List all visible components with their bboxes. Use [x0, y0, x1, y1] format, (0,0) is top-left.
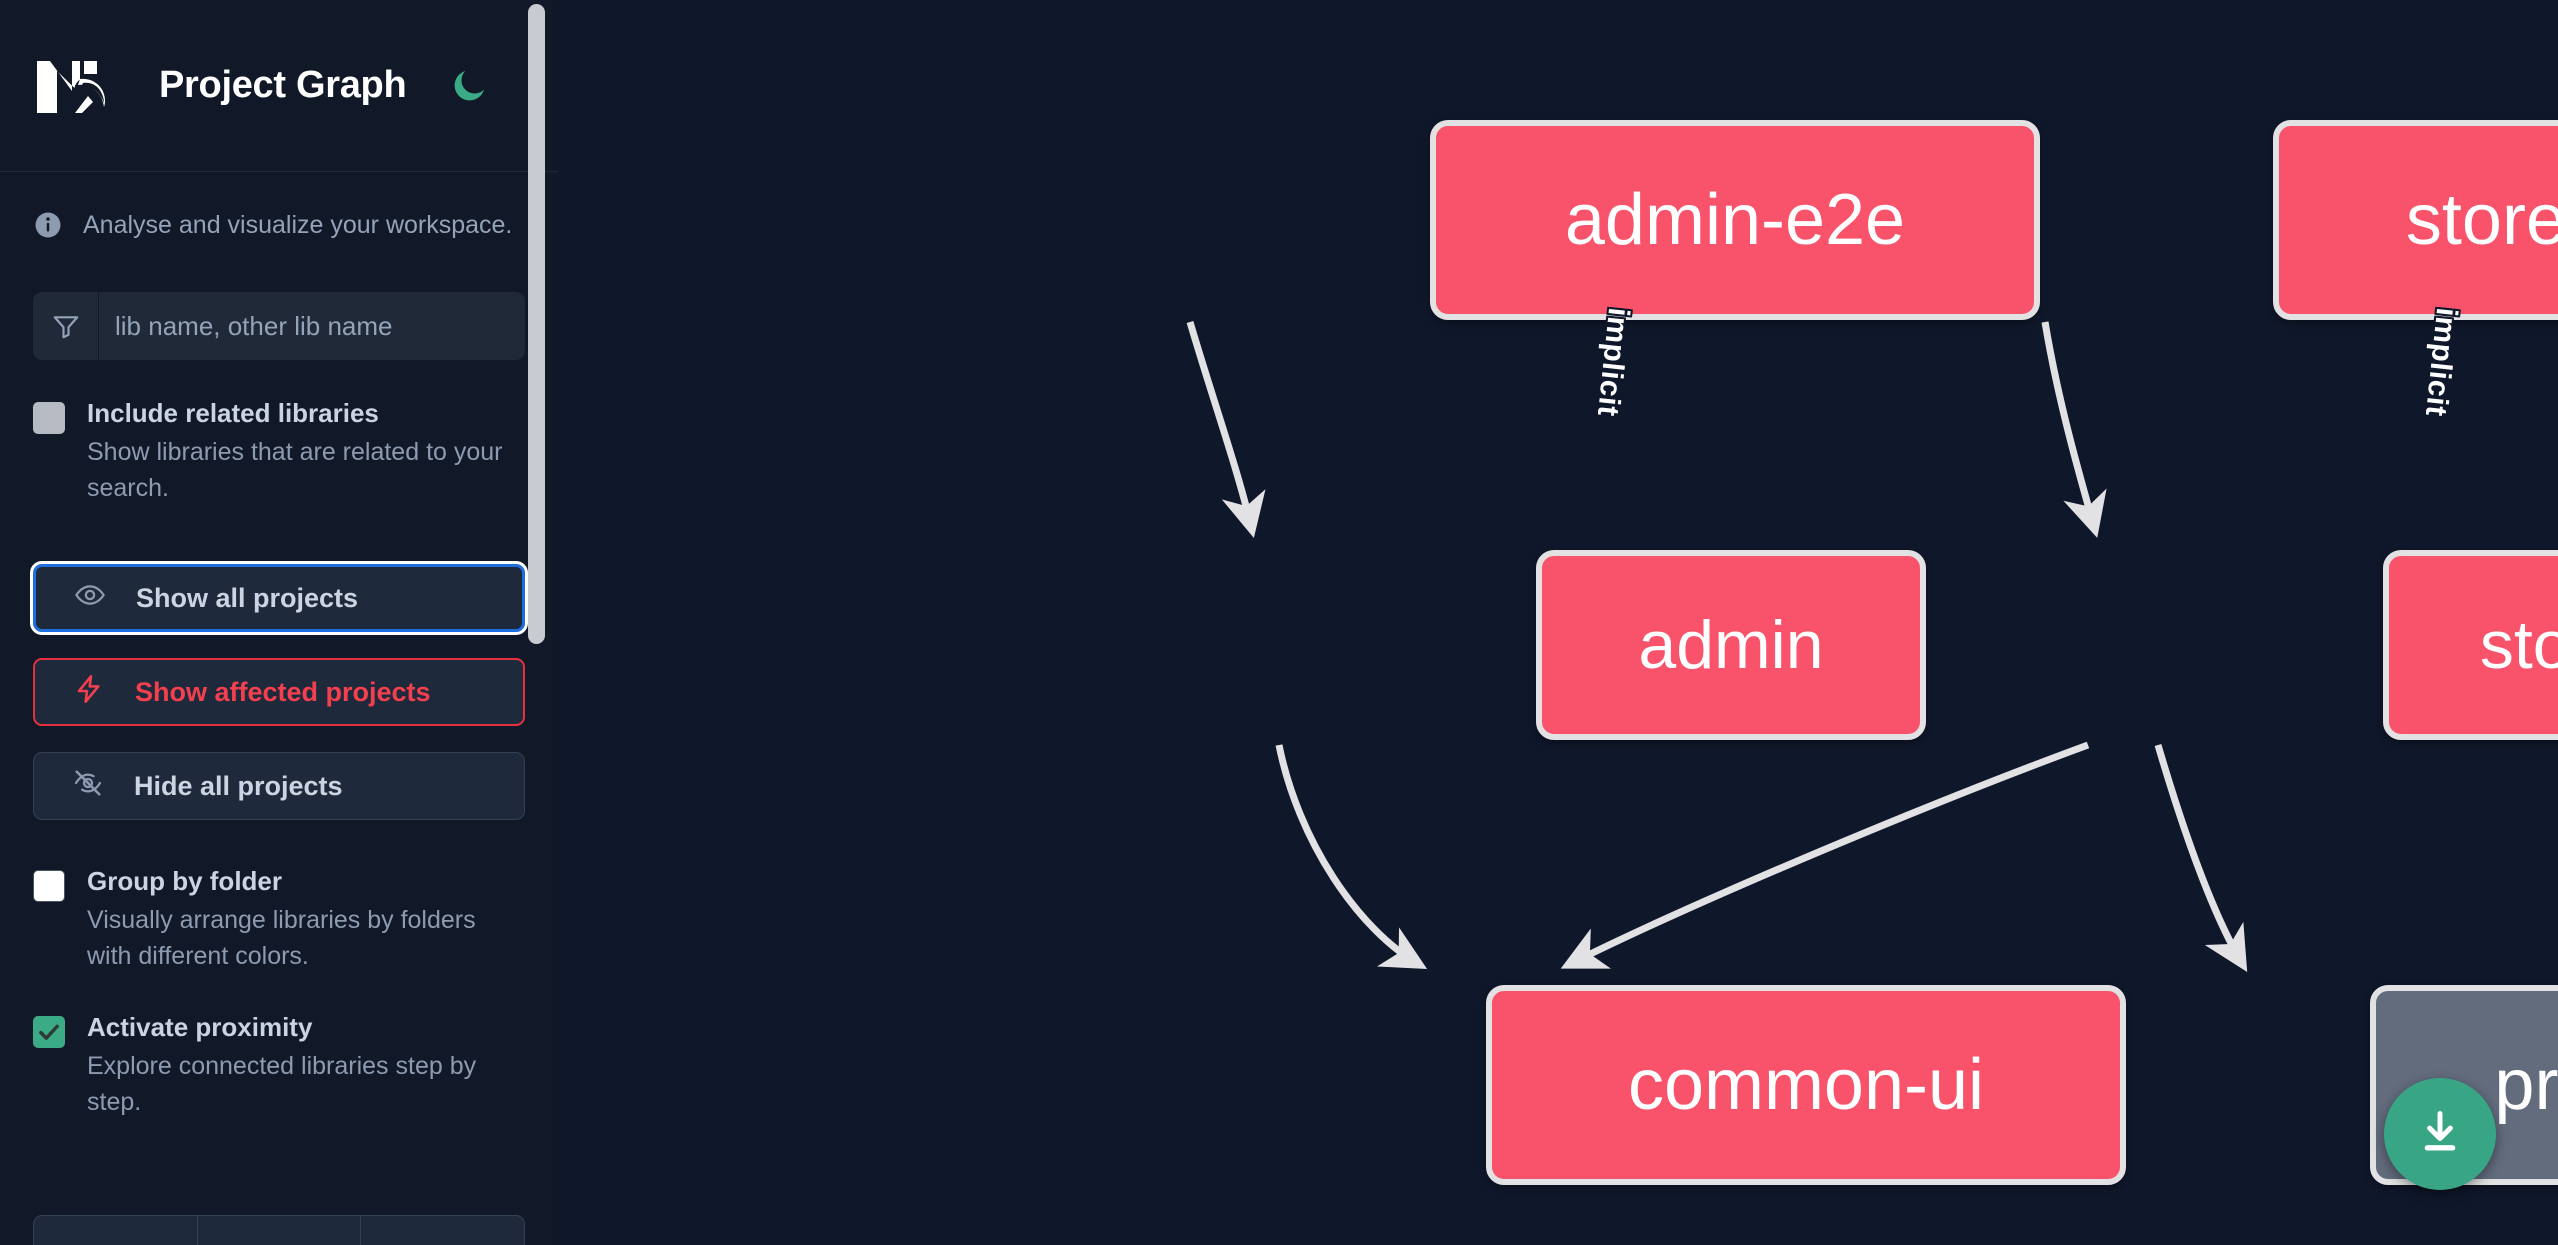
show-affected-projects-button[interactable]: Show affected projects [33, 658, 525, 727]
sidebar-scrollbar-thumb[interactable] [528, 4, 545, 644]
eye-icon [74, 579, 106, 618]
action-button-group: Show all projects Show affected projects [30, 561, 528, 821]
option-activate-proximity[interactable]: Activate proximity Explore connected lib… [0, 1010, 558, 1120]
include-related-libraries-description: Show libraries that are related to your … [87, 438, 503, 502]
node-admin[interactable]: admin [1536, 550, 1926, 740]
segment-3[interactable] [361, 1216, 524, 1245]
edge-store-e2e-store [2041, 321, 2107, 538]
node-store-label: store [2479, 607, 2558, 683]
bottom-segmented-control[interactable] [33, 1215, 525, 1245]
option-group-by-folder[interactable]: Group by folder Visually arrange librari… [0, 864, 558, 974]
group-by-folder-label: Group by folder [87, 866, 282, 897]
node-admin-label: admin [1638, 607, 1824, 683]
segment-2[interactable] [198, 1216, 362, 1245]
node-admin-e2e[interactable]: admin-e2e [1430, 120, 2040, 320]
node-store-e2e[interactable]: store-e2e [2273, 120, 2558, 320]
activate-proximity-checkbox[interactable] [33, 1016, 65, 1049]
download-icon [2414, 1106, 2466, 1163]
sidebar-scrollbar[interactable] [528, 0, 545, 1245]
include-related-libraries-label: Include related libraries [87, 398, 379, 428]
search-input[interactable] [99, 292, 525, 360]
edge-admin-common-ui [1275, 744, 1428, 970]
moon-icon[interactable] [446, 63, 492, 109]
edge-store-products [2154, 744, 2248, 973]
node-common-ui-label: common-ui [1627, 1045, 1985, 1125]
node-store[interactable]: store [2383, 550, 2558, 740]
download-button[interactable] [2384, 1078, 2496, 1190]
graph-edges [1186, 321, 2248, 973]
tagline-row: Analyse and visualize your workspace. [0, 172, 558, 240]
include-related-libraries-checkbox[interactable] [33, 402, 65, 434]
bolt-icon [73, 673, 105, 712]
node-products-label: products [2494, 1045, 2558, 1125]
show-all-projects-label: Show all projects [136, 582, 359, 613]
search-field[interactable] [33, 292, 525, 360]
sidebar-header: Project Graph [0, 0, 558, 172]
nx-logo-icon [33, 55, 119, 117]
group-by-folder-description: Visually arrange libraries by folders wi… [87, 906, 476, 970]
show-affected-projects-label: Show affected projects [135, 676, 431, 707]
segment-1[interactable] [34, 1216, 198, 1245]
sidebar: Project Graph Analyse and visualize yo [0, 0, 558, 1245]
info-icon [33, 210, 63, 240]
option-include-related-libraries[interactable]: Include related libraries Show libraries… [0, 396, 558, 506]
page-title: Project Graph [159, 64, 407, 106]
hide-all-projects-button[interactable]: Hide all projects [33, 752, 525, 821]
eye-off-icon [72, 767, 104, 806]
tagline-text: Analyse and visualize your workspace. [83, 210, 513, 239]
node-admin-e2e-label: admin-e2e [1564, 180, 1906, 260]
graph-canvas[interactable]: admin-e2e store-e2e admin store common-u… [558, 0, 2558, 1245]
node-store-e2e-label: store-e2e [2405, 180, 2558, 260]
show-all-projects-button[interactable]: Show all projects [30, 561, 528, 636]
activate-proximity-description: Explore connected libraries step by step… [87, 1052, 477, 1116]
hide-all-projects-label: Hide all projects [134, 770, 343, 801]
activate-proximity-label: Activate proximity [87, 1012, 313, 1043]
filter-icon [33, 292, 99, 360]
edge-store-common-ui [1560, 741, 2090, 969]
edge-admin-e2e-admin [1186, 321, 1266, 538]
group-by-folder-checkbox[interactable] [33, 870, 65, 903]
node-common-ui[interactable]: common-ui [1486, 985, 2126, 1185]
